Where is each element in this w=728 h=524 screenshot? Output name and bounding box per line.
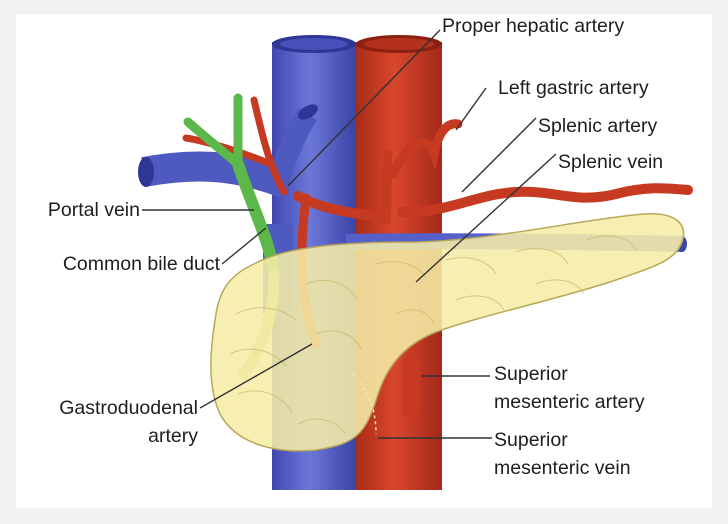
label-superior-mesenteric-vein-line2: mesenteric vein xyxy=(494,457,631,479)
label-splenic-artery: Splenic artery xyxy=(538,115,658,137)
leader-proper-hepatic-artery xyxy=(287,29,441,187)
leader-common-bile-duct xyxy=(221,227,267,265)
label-superior-mesenteric-artery-line1: Superior xyxy=(494,363,568,385)
label-left-gastric-artery: Left gastric artery xyxy=(498,77,649,99)
leader-splenic-vein xyxy=(415,153,557,283)
label-proper-hepatic-artery: Proper hepatic artery xyxy=(442,15,625,37)
label-common-bile-duct: Common bile duct xyxy=(62,253,220,275)
label-portal-vein: Portal vein xyxy=(47,199,140,221)
diagram-frame: Proper hepatic artery Left gastric arter… xyxy=(16,14,712,508)
leader-lines xyxy=(142,29,557,439)
superior-mesenteric-artery xyxy=(402,354,420,418)
leader-left-gastric-artery xyxy=(455,87,487,131)
leader-splenic-artery xyxy=(461,117,537,193)
label-splenic-vein: Splenic vein xyxy=(558,151,664,173)
label-gastroduodenal-artery-line1: Gastroduodenal xyxy=(59,397,198,419)
label-gastroduodenal-artery-line2: artery xyxy=(148,425,198,447)
label-superior-mesenteric-vein-line1: Superior xyxy=(494,429,568,451)
pancreas-anatomy-diagram xyxy=(138,29,693,490)
celiac-arteries xyxy=(182,96,693,349)
label-superior-mesenteric-artery-line2: mesenteric artery xyxy=(494,391,645,413)
leader-gastroduodenal-artery xyxy=(199,343,313,409)
pancreas xyxy=(210,213,685,452)
